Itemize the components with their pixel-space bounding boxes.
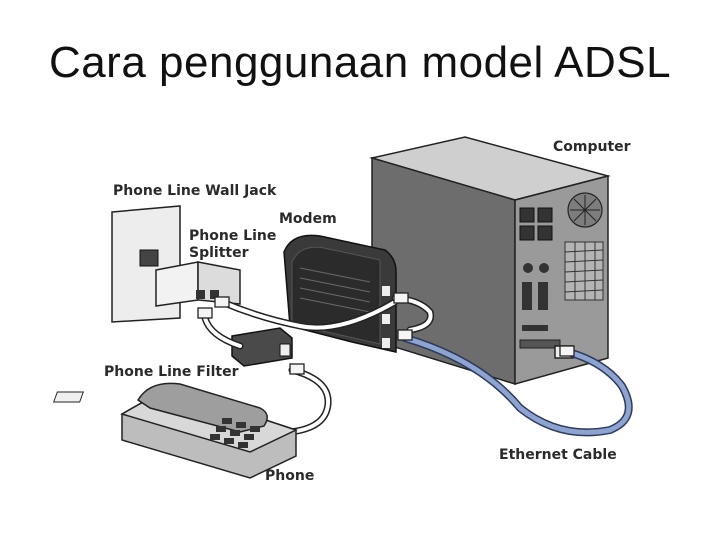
label-splitter-line2: Splitter [189, 245, 249, 261]
telephone [53, 382, 299, 479]
label-computer: Computer [553, 139, 631, 155]
phone-line-splitter [155, 261, 241, 307]
label-modem: Modem [279, 211, 337, 227]
label-phone: Phone [265, 468, 314, 484]
label-splitter-line1: Phone Line [189, 228, 276, 244]
phone-line-filter [231, 327, 293, 367]
cables [201, 294, 633, 437]
cable-plugs [197, 292, 575, 375]
label-ethernet: Ethernet Cable [499, 447, 617, 463]
label-wall-jack: Phone Line Wall Jack [113, 183, 277, 199]
label-filter: Phone Line Filter [104, 364, 239, 380]
modem [283, 234, 397, 353]
slide-title: Cara penggunaan model ADSL [48, 38, 672, 87]
